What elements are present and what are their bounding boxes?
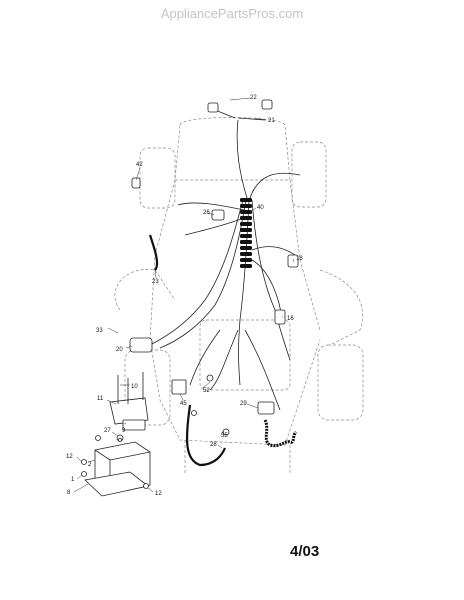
- tractor-outline: [114, 117, 364, 475]
- harness-sleeve: [240, 198, 252, 268]
- callout-12-bottom: 12: [155, 491, 162, 497]
- callout-55: 55: [221, 433, 228, 439]
- components: [81, 99, 299, 497]
- callout-33: 33: [96, 328, 103, 334]
- callout-labels: 22 21 42 40 26 18 23 16 33 20 10 11 9 52…: [66, 95, 303, 497]
- callout-9: 9: [122, 428, 126, 434]
- callout-22: 22: [250, 95, 257, 101]
- callout-40: 40: [257, 205, 264, 211]
- callout-8: 8: [67, 490, 71, 496]
- cable-28: [185, 404, 227, 467]
- callout-12-top: 12: [66, 454, 73, 460]
- callout-26: 26: [203, 210, 210, 216]
- callout-18: 18: [296, 256, 303, 262]
- callout-42: 42: [136, 162, 143, 168]
- callout-27: 27: [104, 428, 111, 434]
- callout-11: 11: [97, 396, 104, 402]
- coil-cord: [263, 419, 298, 448]
- callout-28: 28: [210, 442, 217, 448]
- callout-20: 20: [116, 347, 123, 353]
- watermark-text: AppliancePartsPros.com: [160, 6, 304, 21]
- callout-10: 10: [131, 384, 138, 390]
- callout-52: 52: [203, 388, 210, 394]
- callout-45: 45: [180, 401, 187, 407]
- date-code: 4/03: [290, 543, 320, 560]
- callout-1: 1: [71, 477, 75, 483]
- callout-21: 21: [268, 118, 275, 124]
- callout-23: 23: [152, 279, 159, 285]
- callout-2: 2: [88, 462, 92, 468]
- wire-harness: [149, 109, 301, 411]
- callout-16: 16: [287, 316, 294, 322]
- cable-23: [148, 234, 159, 271]
- hold-down-bolts: [117, 372, 144, 404]
- leader-lines: [73, 97, 295, 493]
- callout-29: 29: [240, 401, 247, 407]
